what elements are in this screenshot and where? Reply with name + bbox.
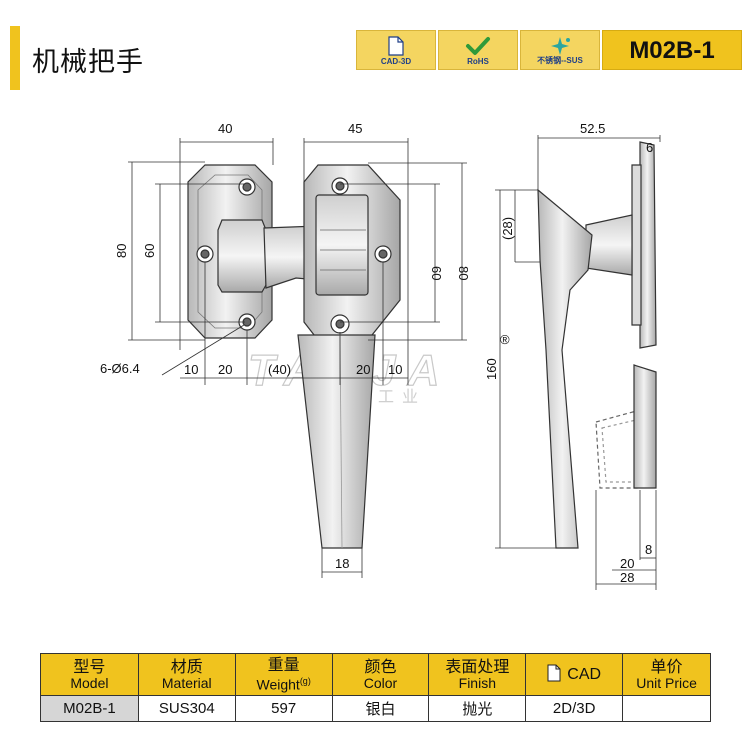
back-mounting-plate	[303, 164, 401, 341]
badge-label: RoHS	[467, 57, 489, 66]
side-view	[537, 141, 657, 549]
dim-front-height-outer: 80	[114, 244, 129, 258]
dim-back-bottom-20: 20	[356, 362, 370, 377]
value-color: 银白	[331, 695, 430, 722]
value-material: SUS304	[137, 695, 236, 722]
dimension-lines	[128, 135, 661, 590]
dim-side-total-height: 160	[484, 358, 499, 380]
page-title: 机械把手	[32, 47, 144, 78]
dim-back-bottom-10: 10	[388, 362, 402, 377]
header-cad: CAD	[525, 653, 624, 696]
value-cad[interactable]: 2D/3D	[525, 695, 624, 722]
registered-mark: ®	[500, 332, 510, 347]
dim-front-bottom-20: 20	[218, 362, 232, 377]
cad-3d-badge: CAD-3D	[356, 30, 436, 70]
dim-side-base-28: 28	[620, 570, 634, 585]
header: 机械把手 CAD-3D RoHS 不锈钢--SUS M02B-1	[10, 26, 742, 90]
spec-table: 型号 Model 材质 Material 重量 Weight(g) 颜色 Col…	[40, 653, 711, 722]
dim-side-width: 52.5	[580, 121, 605, 136]
stainless-badge: 不锈钢--SUS	[520, 30, 600, 70]
dim-front-height-inner: 60	[142, 244, 157, 258]
badge-label: CAD-3D	[380, 57, 412, 66]
dim-front-width: 40	[218, 121, 232, 136]
dim-middle-span: (40)	[268, 362, 291, 377]
dim-side-thickness: 6	[646, 140, 653, 155]
dim-back-width: 45	[348, 121, 362, 136]
value-weight: 597	[234, 695, 333, 722]
dim-hole-note: 6-Ø6.4	[100, 361, 140, 376]
value-unit-price	[622, 695, 711, 722]
sparkle-icon	[521, 36, 599, 60]
rohs-badge: RoHS	[438, 30, 518, 70]
header-accent-bar	[10, 26, 20, 90]
badge-label: 不锈钢--SUS	[537, 56, 583, 65]
header-material: 材质 Material	[137, 653, 236, 696]
header-weight: 重量 Weight(g)	[234, 653, 333, 696]
front-mounting-plate	[187, 164, 273, 339]
spec-header-row: 型号 Model 材质 Material 重量 Weight(g) 颜色 Col…	[40, 653, 711, 696]
dim-back-height-inner: 60	[429, 266, 444, 280]
value-model: M02B-1	[40, 695, 139, 722]
badge-row: CAD-3D RoHS 不锈钢--SUS	[356, 30, 600, 70]
dim-side-base-8: 8	[645, 542, 652, 557]
dim-grip-width: 18	[335, 556, 349, 571]
header-color: 颜色 Color	[331, 653, 430, 696]
dim-back-height-outer: 80	[456, 266, 471, 280]
value-finish: 抛光	[428, 695, 527, 722]
dim-side-base-20: 20	[620, 556, 634, 571]
spec-value-row: M02B-1 SUS304 597 银白 抛光 2D/3D	[40, 695, 711, 722]
document-icon	[547, 664, 561, 686]
document-icon	[357, 36, 435, 60]
dim-front-bottom-10: 10	[184, 362, 198, 377]
header-model: 型号 Model	[40, 653, 139, 696]
technical-drawing: TANJA 天甲工业 ®	[100, 121, 661, 590]
dim-side-offset: (28)	[500, 217, 515, 240]
header-unit-price: 单价 Unit Price	[622, 653, 711, 696]
model-number-box: M02B-1	[602, 30, 742, 70]
checkmark-icon	[439, 36, 517, 60]
header-finish: 表面处理 Finish	[428, 653, 527, 696]
weight-unit: (g)	[299, 675, 311, 686]
